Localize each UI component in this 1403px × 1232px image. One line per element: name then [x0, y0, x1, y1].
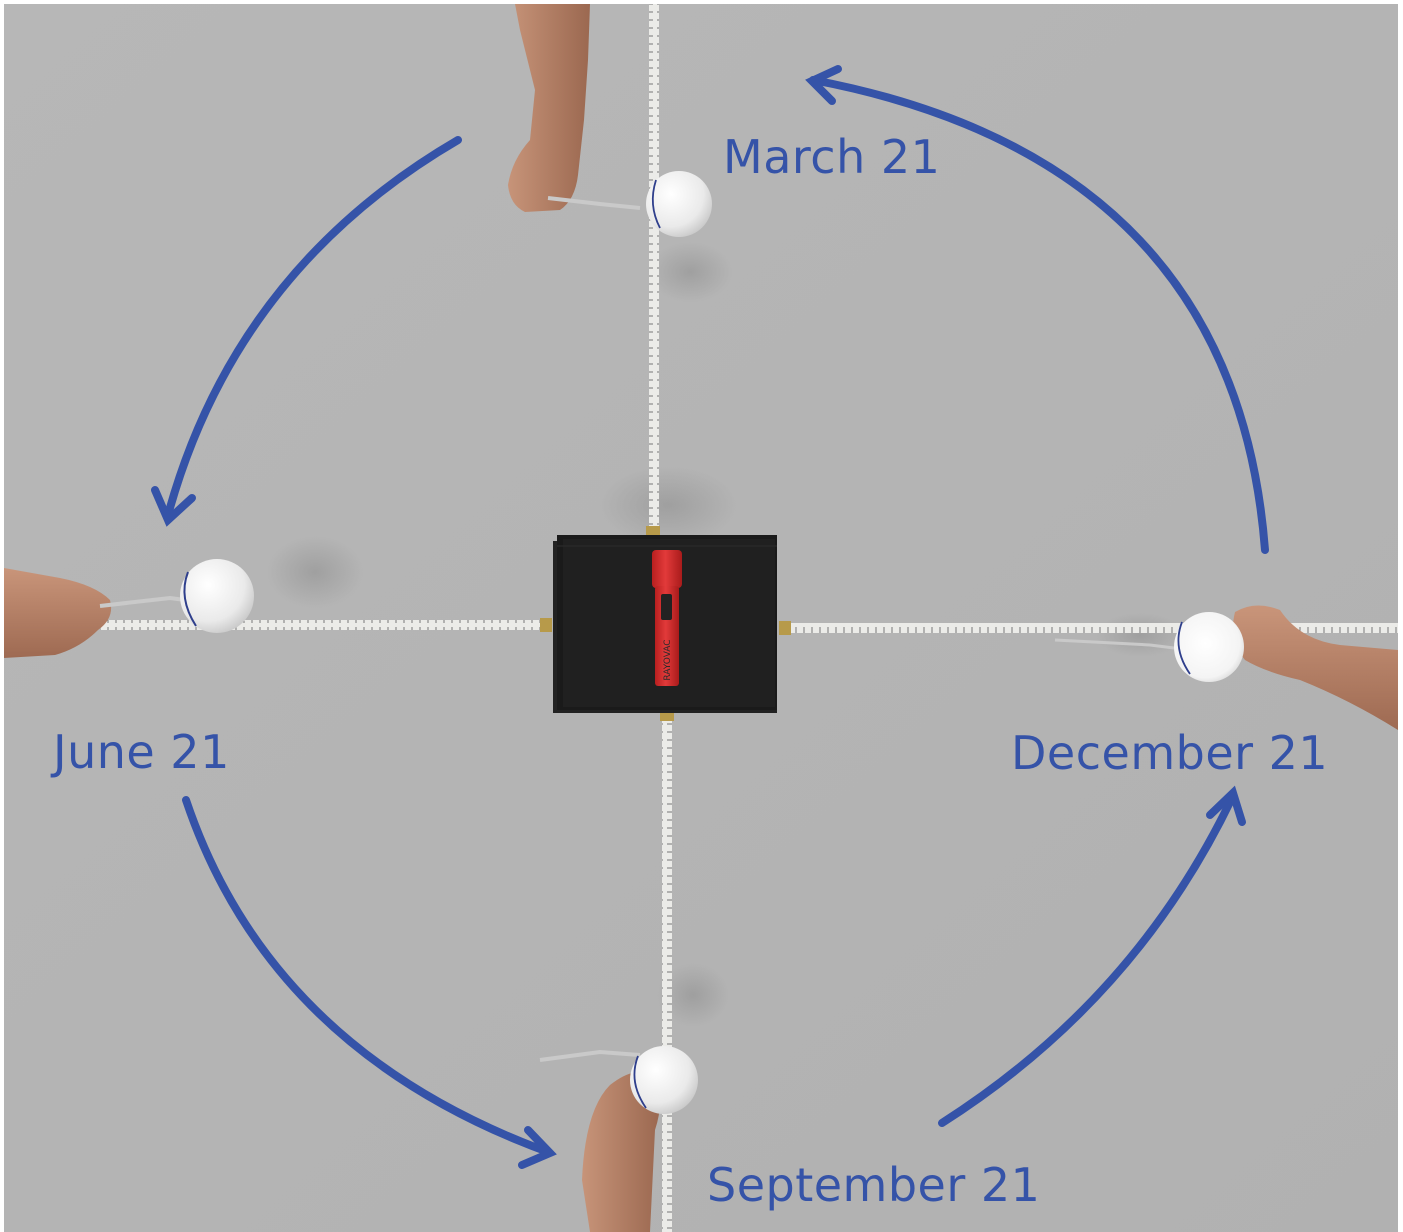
label-december-21: December 21	[1011, 730, 1328, 776]
tape-right	[783, 623, 1398, 633]
tape-left	[100, 620, 550, 630]
earth-ball-march	[646, 171, 712, 237]
label-march-21: March 21	[723, 134, 940, 180]
tape-bottom	[662, 712, 672, 1232]
earth-ball-december	[1174, 612, 1244, 682]
label-september-21: September 21	[707, 1162, 1040, 1208]
flashlight-brand-text: RAYOVAC	[663, 639, 673, 680]
flashlight-sun: RAYOVAC	[652, 550, 682, 686]
earth-ball-june	[180, 559, 254, 633]
tape-top	[649, 4, 659, 534]
earth-ball-september	[630, 1046, 698, 1114]
label-june-21: June 21	[53, 729, 230, 775]
